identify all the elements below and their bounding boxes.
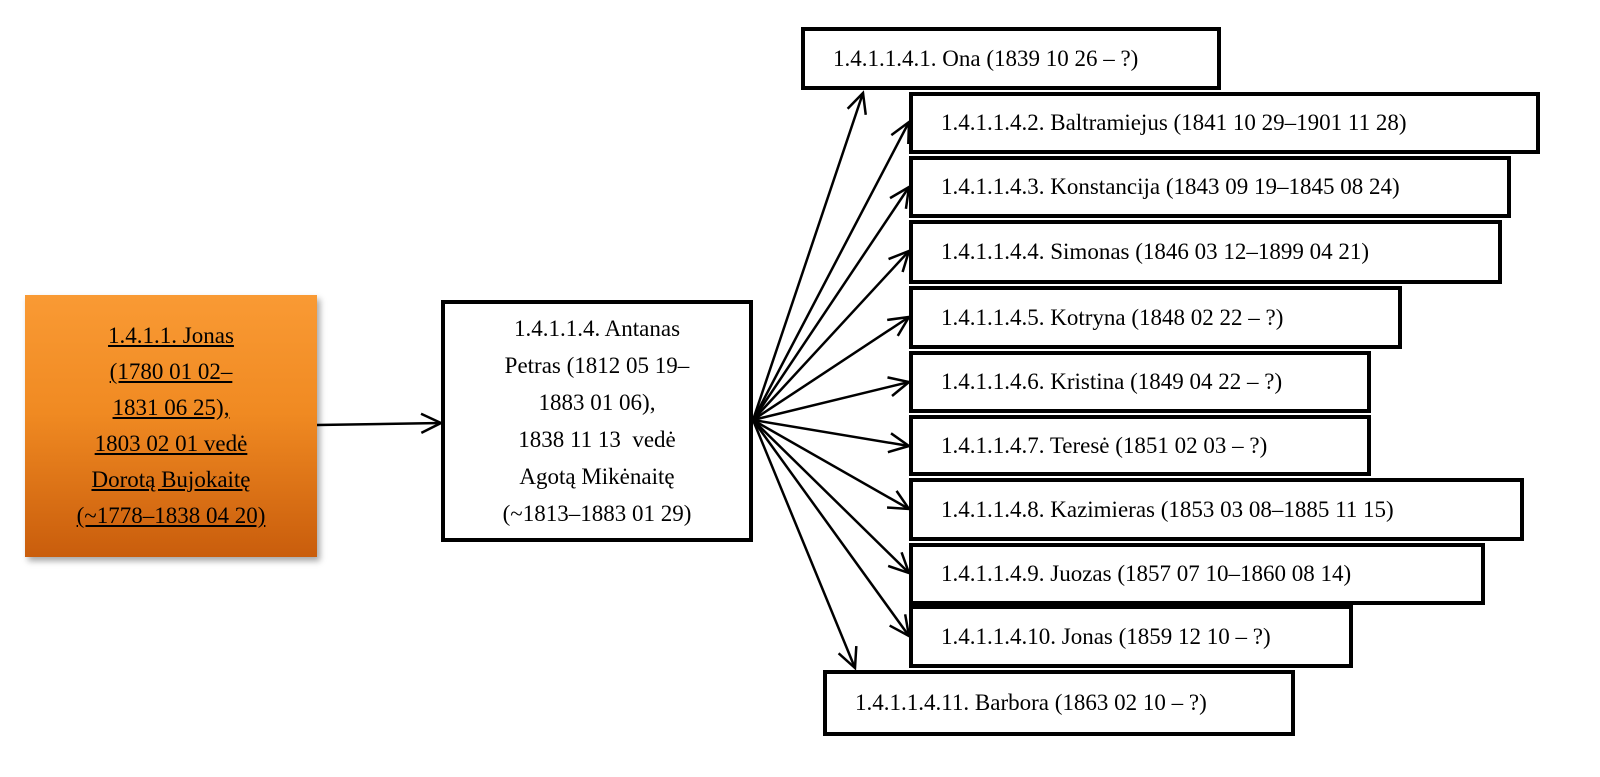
parent-line-5: Agotą Mikėnaitę bbox=[519, 464, 675, 489]
root-person-node: 1.4.1.1. Jonas (1780 01 02– 1831 06 25),… bbox=[25, 295, 317, 557]
arrow-to-child-5 bbox=[752, 315, 912, 422]
root-line-5: Dorotą Bujokaitę bbox=[91, 467, 251, 492]
root-line-1: 1.4.1.1. Jonas bbox=[108, 323, 234, 348]
child-label-2: 1.4.1.1.4.2. Baltramiejus (1841 10 29–19… bbox=[941, 110, 1407, 135]
arrow-to-child-11 bbox=[751, 419, 858, 671]
arrow-to-child-7 bbox=[752, 418, 912, 454]
child-node-6: 1.4.1.1.4.6. Kristina (1849 04 22 – ?) bbox=[909, 351, 1371, 413]
arrow-to-child-1 bbox=[751, 90, 867, 421]
root-line-2: (1780 01 02– bbox=[109, 359, 233, 384]
parent-person-node: 1.4.1.1.4. Antanas Petras (1812 05 19– 1… bbox=[441, 300, 753, 542]
child-label-10: 1.4.1.1.4.10. Jonas (1859 12 10 – ?) bbox=[941, 623, 1271, 649]
arrow-to-child-3 bbox=[751, 184, 911, 421]
parent-line-2: Petras (1812 05 19– bbox=[504, 353, 690, 378]
child-node-10: 1.4.1.1.4.10. Jonas (1859 12 10 – ?) bbox=[909, 605, 1353, 668]
child-node-7: 1.4.1.1.4.7. Teresė (1851 02 03 – ?) bbox=[909, 415, 1371, 476]
arrow-to-child-2 bbox=[751, 119, 911, 421]
child-node-8: 1.4.1.1.4.8. Kazimieras (1853 03 08–1885… bbox=[909, 478, 1524, 541]
root-line-3: 1831 06 25), bbox=[112, 395, 230, 420]
parent-line-6: (~1813–1883 01 29) bbox=[502, 501, 692, 526]
child-node-5: 1.4.1.1.4.5. Kotryna (1848 02 22 – ?) bbox=[909, 286, 1402, 349]
child-label-5: 1.4.1.1.4.5. Kotryna (1848 02 22 – ?) bbox=[941, 304, 1284, 330]
arrow-root-to-parent bbox=[316, 412, 444, 435]
arrow-to-child-10 bbox=[751, 419, 911, 639]
parent-line-1: 1.4.1.1.4. Antanas bbox=[513, 316, 681, 341]
child-label-4: 1.4.1.1.4.4. Simonas (1846 03 12–1899 04… bbox=[941, 239, 1370, 264]
child-node-3: 1.4.1.1.4.3. Konstancija (1843 09 19–184… bbox=[909, 156, 1511, 218]
parent-line-4: 1838 11 13 vedė bbox=[518, 427, 676, 452]
child-label-3: 1.4.1.1.4.3. Konstancija (1843 09 19–184… bbox=[941, 174, 1400, 199]
child-node-2: 1.4.1.1.4.2. Baltramiejus (1841 10 29–19… bbox=[909, 92, 1540, 154]
child-label-1: 1.4.1.1.4.1. Ona (1839 10 26 – ?) bbox=[833, 45, 1139, 71]
child-label-11: 1.4.1.1.4.11. Barbora (1863 02 10 – ?) bbox=[855, 690, 1207, 715]
child-node-1: 1.4.1.1.4.1. Ona (1839 10 26 – ?) bbox=[801, 27, 1221, 90]
parent-line-3: 1883 01 06), bbox=[538, 390, 656, 415]
child-label-6: 1.4.1.1.4.6. Kristina (1849 04 22 – ?) bbox=[941, 369, 1283, 394]
child-node-11: 1.4.1.1.4.11. Barbora (1863 02 10 – ?) bbox=[823, 670, 1295, 736]
root-line-4: 1803 02 01 vedė bbox=[94, 431, 248, 456]
root-line-6: (~1778–1838 04 20) bbox=[76, 503, 266, 528]
child-label-7: 1.4.1.1.4.7. Teresė (1851 02 03 – ?) bbox=[941, 432, 1268, 458]
child-label-8: 1.4.1.1.4.8. Kazimieras (1853 03 08–1885… bbox=[941, 496, 1394, 522]
child-label-9: 1.4.1.1.4.9. Juozas (1857 07 10–1860 08 … bbox=[941, 561, 1352, 586]
arrow-to-child-4 bbox=[752, 248, 911, 421]
child-node-4: 1.4.1.1.4.4. Simonas (1846 03 12–1899 04… bbox=[909, 220, 1502, 284]
child-node-9: 1.4.1.1.4.9. Juozas (1857 07 10–1860 08 … bbox=[909, 543, 1485, 605]
